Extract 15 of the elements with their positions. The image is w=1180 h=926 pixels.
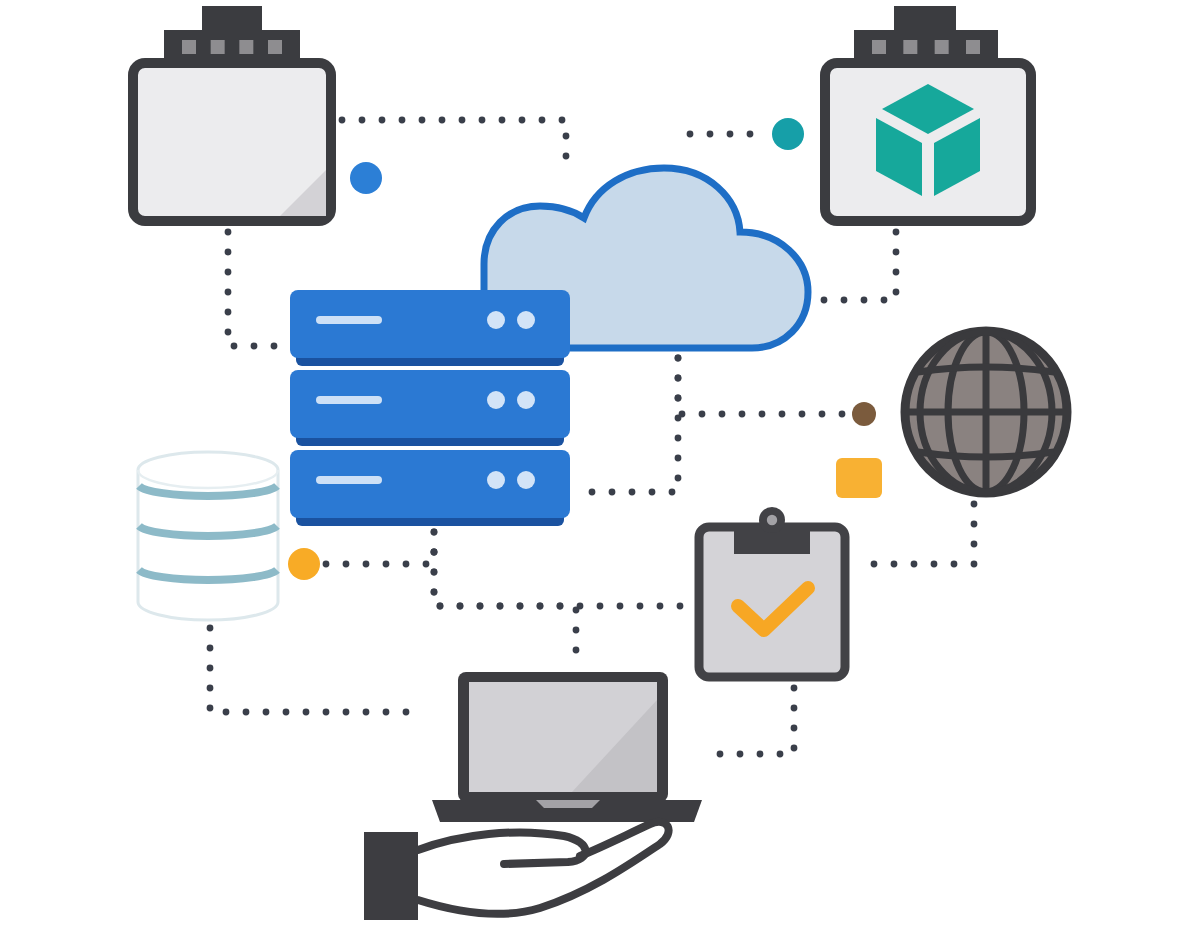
square-marker xyxy=(836,458,882,498)
database-icon xyxy=(136,450,280,622)
dotted-connector xyxy=(674,354,850,418)
dot-marker xyxy=(772,118,804,150)
device-tile xyxy=(128,6,336,226)
dot-marker xyxy=(350,162,382,194)
globe-icon xyxy=(900,326,1072,498)
device-tile xyxy=(820,6,1036,226)
dot-marker xyxy=(288,548,320,580)
laptop-icon xyxy=(432,672,702,824)
dotted-connector xyxy=(338,116,570,162)
cloud-shape xyxy=(480,164,812,352)
dot-marker xyxy=(852,402,876,426)
clipboard-check-icon xyxy=(694,506,850,682)
server-stack-icon xyxy=(290,290,570,526)
